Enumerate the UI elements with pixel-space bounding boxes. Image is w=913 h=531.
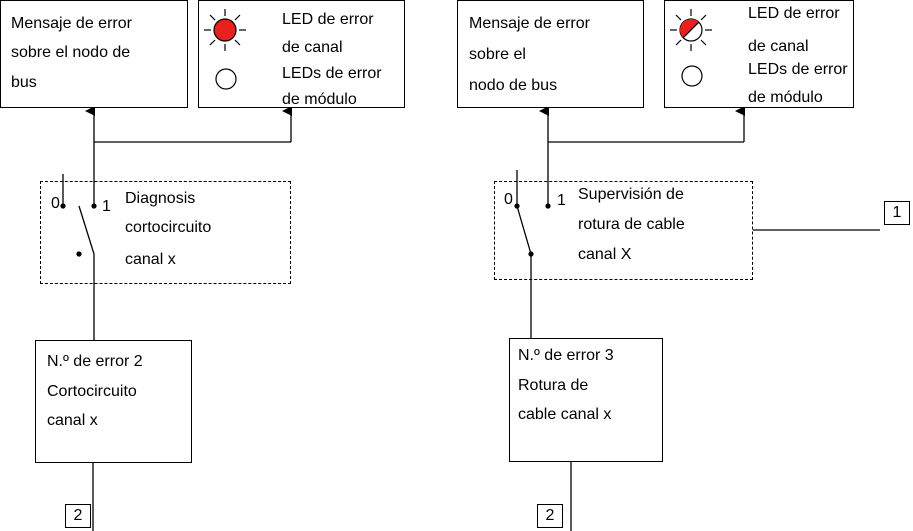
right-bus-node-line1: Mensaje de error [469, 15, 590, 32]
right-bus-node-line2: sobre el [469, 46, 526, 63]
left-module-led-line1: LEDs de error [282, 65, 382, 82]
right-switch-line1: Supervisión de [578, 186, 684, 203]
left-switch-box [40, 181, 291, 284]
left-switch-line3: canal x [125, 251, 176, 268]
right-switch-pos1: 1 [557, 192, 566, 209]
right-led-box: LED de error de canal LEDs de error de m… [664, 0, 854, 108]
left-error-line1: N.º de error 2 [47, 353, 143, 370]
left-error-box: N.º de error 2 Cortocircuito canal x [35, 340, 192, 463]
left-bus-node-line3: bus [11, 74, 37, 91]
right-wiring [516, 106, 880, 338]
right-error-line2: Rotura de [518, 377, 589, 394]
left-bus-node-box: Mensaje de error sobre el nodo de bus [0, 0, 188, 108]
module-led-off-icon [681, 65, 703, 87]
channel-led-flashing-icon [670, 9, 712, 51]
right-channel-led-line2: de canal [748, 38, 809, 55]
right-switch-line3: canal X [578, 246, 632, 263]
left-led-box: LED de error de canal LEDs de error de m… [198, 0, 405, 108]
left-ref-label: 2 [65, 504, 91, 528]
left-error-line3: canal x [47, 412, 98, 429]
right-error-line3: cable canal x [518, 406, 612, 423]
left-switch-line2: cortocircuito [125, 219, 212, 236]
left-switch-pos1: 1 [102, 198, 111, 215]
right-module-led-line2: de módulo [748, 89, 823, 106]
right-error-box: N.º de error 3 Rotura de cable canal x [509, 338, 663, 462]
left-wiring [62, 106, 292, 340]
right-channel-led-line1: LED de error [748, 5, 840, 22]
right-bus-node-line3: nodo de bus [469, 77, 558, 94]
left-module-led-line2: de módulo [282, 91, 357, 108]
right-error-line1: N.º de error 3 [518, 347, 614, 364]
right-module-led-line1: LEDs de error [748, 61, 848, 78]
channel-led-on-icon [204, 9, 246, 51]
right-switch-contacts [514, 203, 551, 257]
left-bus-node-line2: sobre el nodo de [11, 44, 131, 61]
left-switch-pos0: 0 [51, 195, 60, 212]
right-ref-label: 2 [537, 504, 563, 528]
left-bus-node-line1: Mensaje de error [11, 15, 132, 32]
right-switch-box [494, 181, 753, 280]
left-switch-line1: Diagnosis [125, 190, 196, 207]
right-switch-line2: rotura de cable [578, 216, 685, 233]
module-led-off-icon [215, 68, 237, 90]
left-channel-led-line2: de canal [282, 39, 343, 56]
right-switch-pos0: 0 [504, 191, 513, 208]
left-switch-contacts [60, 203, 97, 257]
right-bus-node-box: Mensaje de error sobre el nodo de bus [457, 0, 644, 108]
left-channel-led-line1: LED de error [282, 11, 374, 28]
left-error-line2: Cortocircuito [47, 383, 137, 400]
right-side-ref-label: 1 [884, 201, 910, 225]
